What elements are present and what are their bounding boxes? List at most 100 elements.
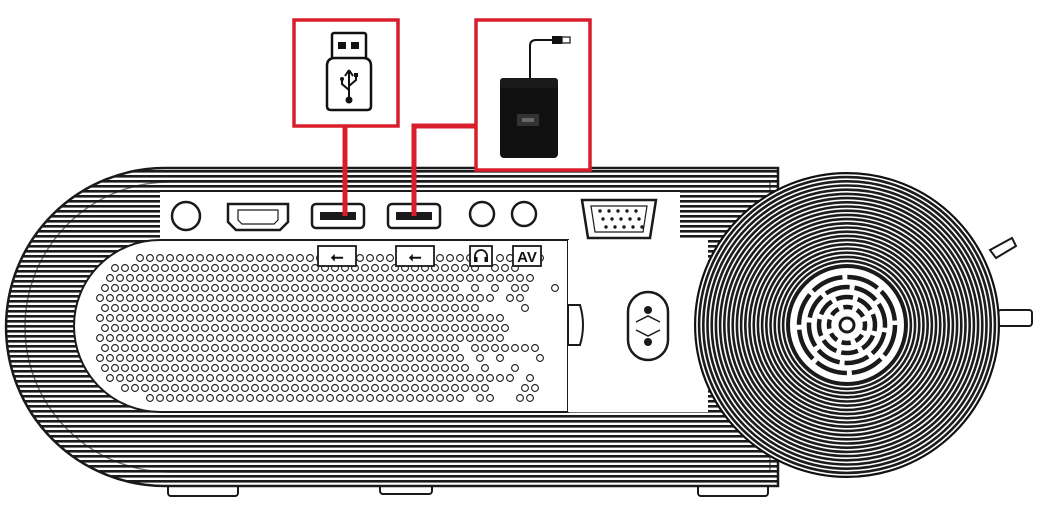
grille-hole [186, 374, 194, 382]
lens-slot-ring [816, 294, 878, 356]
grille-hole [236, 274, 244, 282]
grille-hole [276, 394, 284, 402]
grille-hole [366, 254, 374, 262]
grille-hole [176, 354, 184, 362]
grille-hole [451, 364, 459, 372]
grille-hole [296, 334, 304, 342]
lens-ring [763, 241, 931, 409]
grille-hole [401, 384, 409, 392]
grille-hole [406, 394, 414, 402]
grille-hole [186, 274, 194, 282]
grille-hole [361, 384, 369, 392]
grille-hole [496, 334, 504, 342]
grille-hole [376, 354, 384, 362]
label-av: AV [512, 245, 542, 267]
grille-hole [296, 254, 304, 262]
grille-hole [251, 384, 259, 392]
grille-hole [266, 374, 274, 382]
grille-hole [266, 334, 274, 342]
grille-hole [256, 334, 264, 342]
grille-hole [181, 364, 189, 372]
grille-hole [161, 304, 169, 312]
grille-hole [306, 334, 314, 342]
grille-hole [446, 274, 454, 282]
grille-hole [136, 274, 144, 282]
label-av-text: AV [517, 249, 537, 266]
grille-latch [567, 304, 584, 346]
grille-hole [521, 284, 529, 292]
grille-hole [226, 334, 234, 342]
grille-hole [281, 324, 289, 332]
grille-hole [256, 374, 264, 382]
grille-hole [211, 344, 219, 352]
grille-hole [251, 304, 259, 312]
grille-hole [226, 294, 234, 302]
grille-hole [396, 374, 404, 382]
grille-hole [371, 344, 379, 352]
grille-hole [191, 344, 199, 352]
grille-hole [271, 304, 279, 312]
grille-dots [96, 254, 559, 402]
grille-hole [336, 374, 344, 382]
grille-hole [286, 314, 294, 322]
grille-hole [341, 344, 349, 352]
lens-knob-right [997, 309, 1033, 327]
grille-hole [366, 334, 374, 342]
grille-hole [206, 354, 214, 362]
grille-hole [496, 374, 504, 382]
grille-hole [311, 304, 319, 312]
grille-hole [281, 344, 289, 352]
grille-hole [276, 274, 284, 282]
grille-hole [316, 354, 324, 362]
grille-hole [421, 284, 429, 292]
grille-hole [246, 394, 254, 402]
grille-hole [211, 384, 219, 392]
grille-hole [446, 354, 454, 362]
vga-pin [616, 209, 620, 213]
grille-hole [426, 294, 434, 302]
grille-hole [406, 314, 414, 322]
label-usb-1-text: ⭠ [331, 249, 344, 266]
grille-hole [186, 334, 194, 342]
grille-hole [321, 344, 329, 352]
grille-hole [491, 284, 499, 292]
grille-hole [191, 304, 199, 312]
grille-hole [231, 284, 239, 292]
grille-hole [476, 274, 484, 282]
grille-hole [301, 264, 309, 272]
grille-hole [261, 264, 269, 272]
grille-hole [376, 294, 384, 302]
grille-hole [141, 264, 149, 272]
grille-hole [441, 284, 449, 292]
grille-hole [401, 364, 409, 372]
grille-hole [306, 354, 314, 362]
grille-hole [316, 294, 324, 302]
grille-hole [386, 274, 394, 282]
grille-hole [261, 324, 269, 332]
grille-hole [166, 274, 174, 282]
grille-hole [321, 324, 329, 332]
grille-hole [231, 384, 239, 392]
grille-hole [311, 384, 319, 392]
grille-hole [286, 374, 294, 382]
grille-hole [456, 274, 464, 282]
grille-hole [221, 264, 229, 272]
grille-hole [271, 364, 279, 372]
grille-hole [506, 274, 514, 282]
grille-hole [396, 294, 404, 302]
grille-hole [286, 334, 294, 342]
label-headphone [469, 245, 493, 267]
grille-hole [386, 254, 394, 262]
vga-pin [634, 209, 638, 213]
grille-hole [151, 284, 159, 292]
grille-hole [326, 374, 334, 382]
grille-hole [316, 334, 324, 342]
vga-pin [601, 217, 605, 221]
grille-hole [196, 374, 204, 382]
grille-hole [211, 264, 219, 272]
grille-hole [296, 314, 304, 322]
grille-hole [271, 324, 279, 332]
grille-hole [346, 374, 354, 382]
grille-hole [236, 354, 244, 362]
grille-hole [206, 254, 214, 262]
